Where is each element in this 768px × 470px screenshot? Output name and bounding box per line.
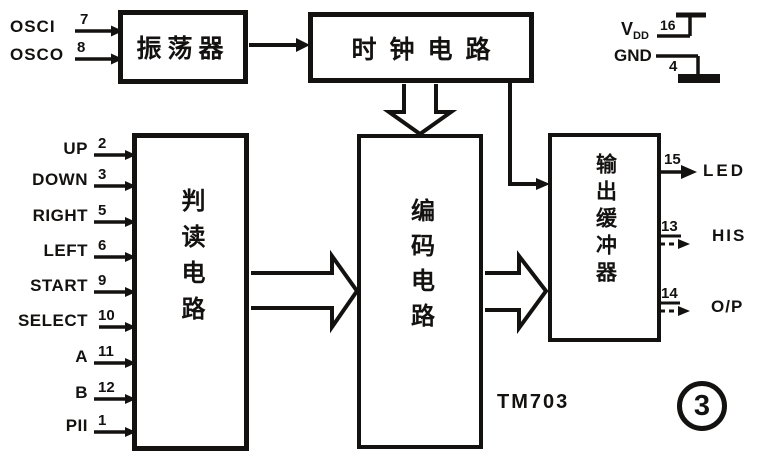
input-label-pii: PII bbox=[65, 416, 88, 435]
gnd-pin: 4 bbox=[669, 58, 678, 75]
input-label-up: UP bbox=[63, 139, 88, 158]
input-pin-a: 11 bbox=[98, 343, 114, 360]
oscillator-block: 振荡器 bbox=[118, 10, 248, 84]
osco-label: OSCO bbox=[10, 45, 65, 64]
figure-number: 3 bbox=[693, 389, 711, 422]
oscillator-label: 振荡器 bbox=[136, 35, 230, 63]
input-label-start: START bbox=[30, 276, 88, 295]
judge-circuit-label: 判读电路 bbox=[177, 188, 204, 332]
input-pin-left: 6 bbox=[98, 237, 107, 254]
led-output-arrow bbox=[661, 165, 697, 179]
osci-label: OSCI bbox=[10, 17, 56, 36]
output-buffer-block: 输出缓冲器 bbox=[548, 133, 661, 342]
encoder-circuit-label: 编码电路 bbox=[406, 198, 434, 338]
input-label-a: A bbox=[75, 347, 88, 366]
output-pin-led: 15 bbox=[664, 151, 681, 168]
encoder-to-buffer-hollow-arrow bbox=[485, 250, 549, 335]
gnd-label: GND bbox=[614, 46, 652, 65]
input-label-select: SELECT bbox=[17, 311, 88, 330]
input-pin-pii: 1 bbox=[98, 412, 107, 429]
input-pin-up: 2 bbox=[98, 135, 107, 152]
op-output-arrow bbox=[660, 301, 690, 316]
vdd-label: VDD bbox=[621, 19, 649, 42]
input-label-down: DOWN bbox=[32, 170, 88, 189]
clock-to-buffer-wire bbox=[508, 83, 550, 190]
judge-to-encoder-hollow-arrow bbox=[251, 249, 360, 334]
input-arrows bbox=[94, 150, 136, 437]
chip-label: TM703 bbox=[497, 391, 570, 413]
osco-arrow bbox=[75, 53, 123, 65]
osci-arrow bbox=[75, 25, 123, 37]
vdd-supply-symbol bbox=[657, 12, 706, 38]
output-label-his: HIS bbox=[712, 226, 747, 245]
vdd-label-main: V bbox=[621, 19, 634, 39]
judge-circuit-block: 判读电路 bbox=[132, 133, 249, 451]
figure-number-badge: 3 bbox=[677, 381, 727, 431]
input-pin-start: 9 bbox=[98, 272, 107, 289]
oscillator-to-clock-arrow bbox=[249, 38, 310, 52]
clock-circuit-block: 时钟电路 bbox=[308, 12, 534, 83]
output-pin-op: 14 bbox=[661, 285, 678, 302]
output-buffer-label: 输出缓冲器 bbox=[593, 153, 617, 288]
output-label-led: LED bbox=[703, 161, 746, 180]
input-pin-down: 3 bbox=[98, 166, 107, 183]
input-pin-b: 12 bbox=[98, 379, 115, 396]
his-output-arrow bbox=[660, 234, 690, 249]
input-label-b: B bbox=[75, 383, 88, 402]
vdd-label-sub: DD bbox=[633, 30, 649, 42]
clock-circuit-label: 时钟电路 bbox=[351, 35, 504, 64]
clock-to-encoder-hollow-arrow bbox=[382, 84, 458, 137]
input-pin-select: 10 bbox=[98, 307, 115, 324]
osci-pin: 7 bbox=[80, 11, 89, 28]
vdd-pin: 16 bbox=[660, 17, 676, 33]
input-pin-right: 5 bbox=[98, 202, 107, 219]
input-label-left: LEFT bbox=[43, 241, 88, 260]
gnd-ground-symbol bbox=[656, 54, 720, 83]
input-label-right: RIGHT bbox=[32, 206, 88, 225]
osco-pin: 8 bbox=[77, 39, 86, 56]
output-label-op: O/P bbox=[711, 297, 744, 316]
output-pin-his: 13 bbox=[661, 218, 678, 235]
